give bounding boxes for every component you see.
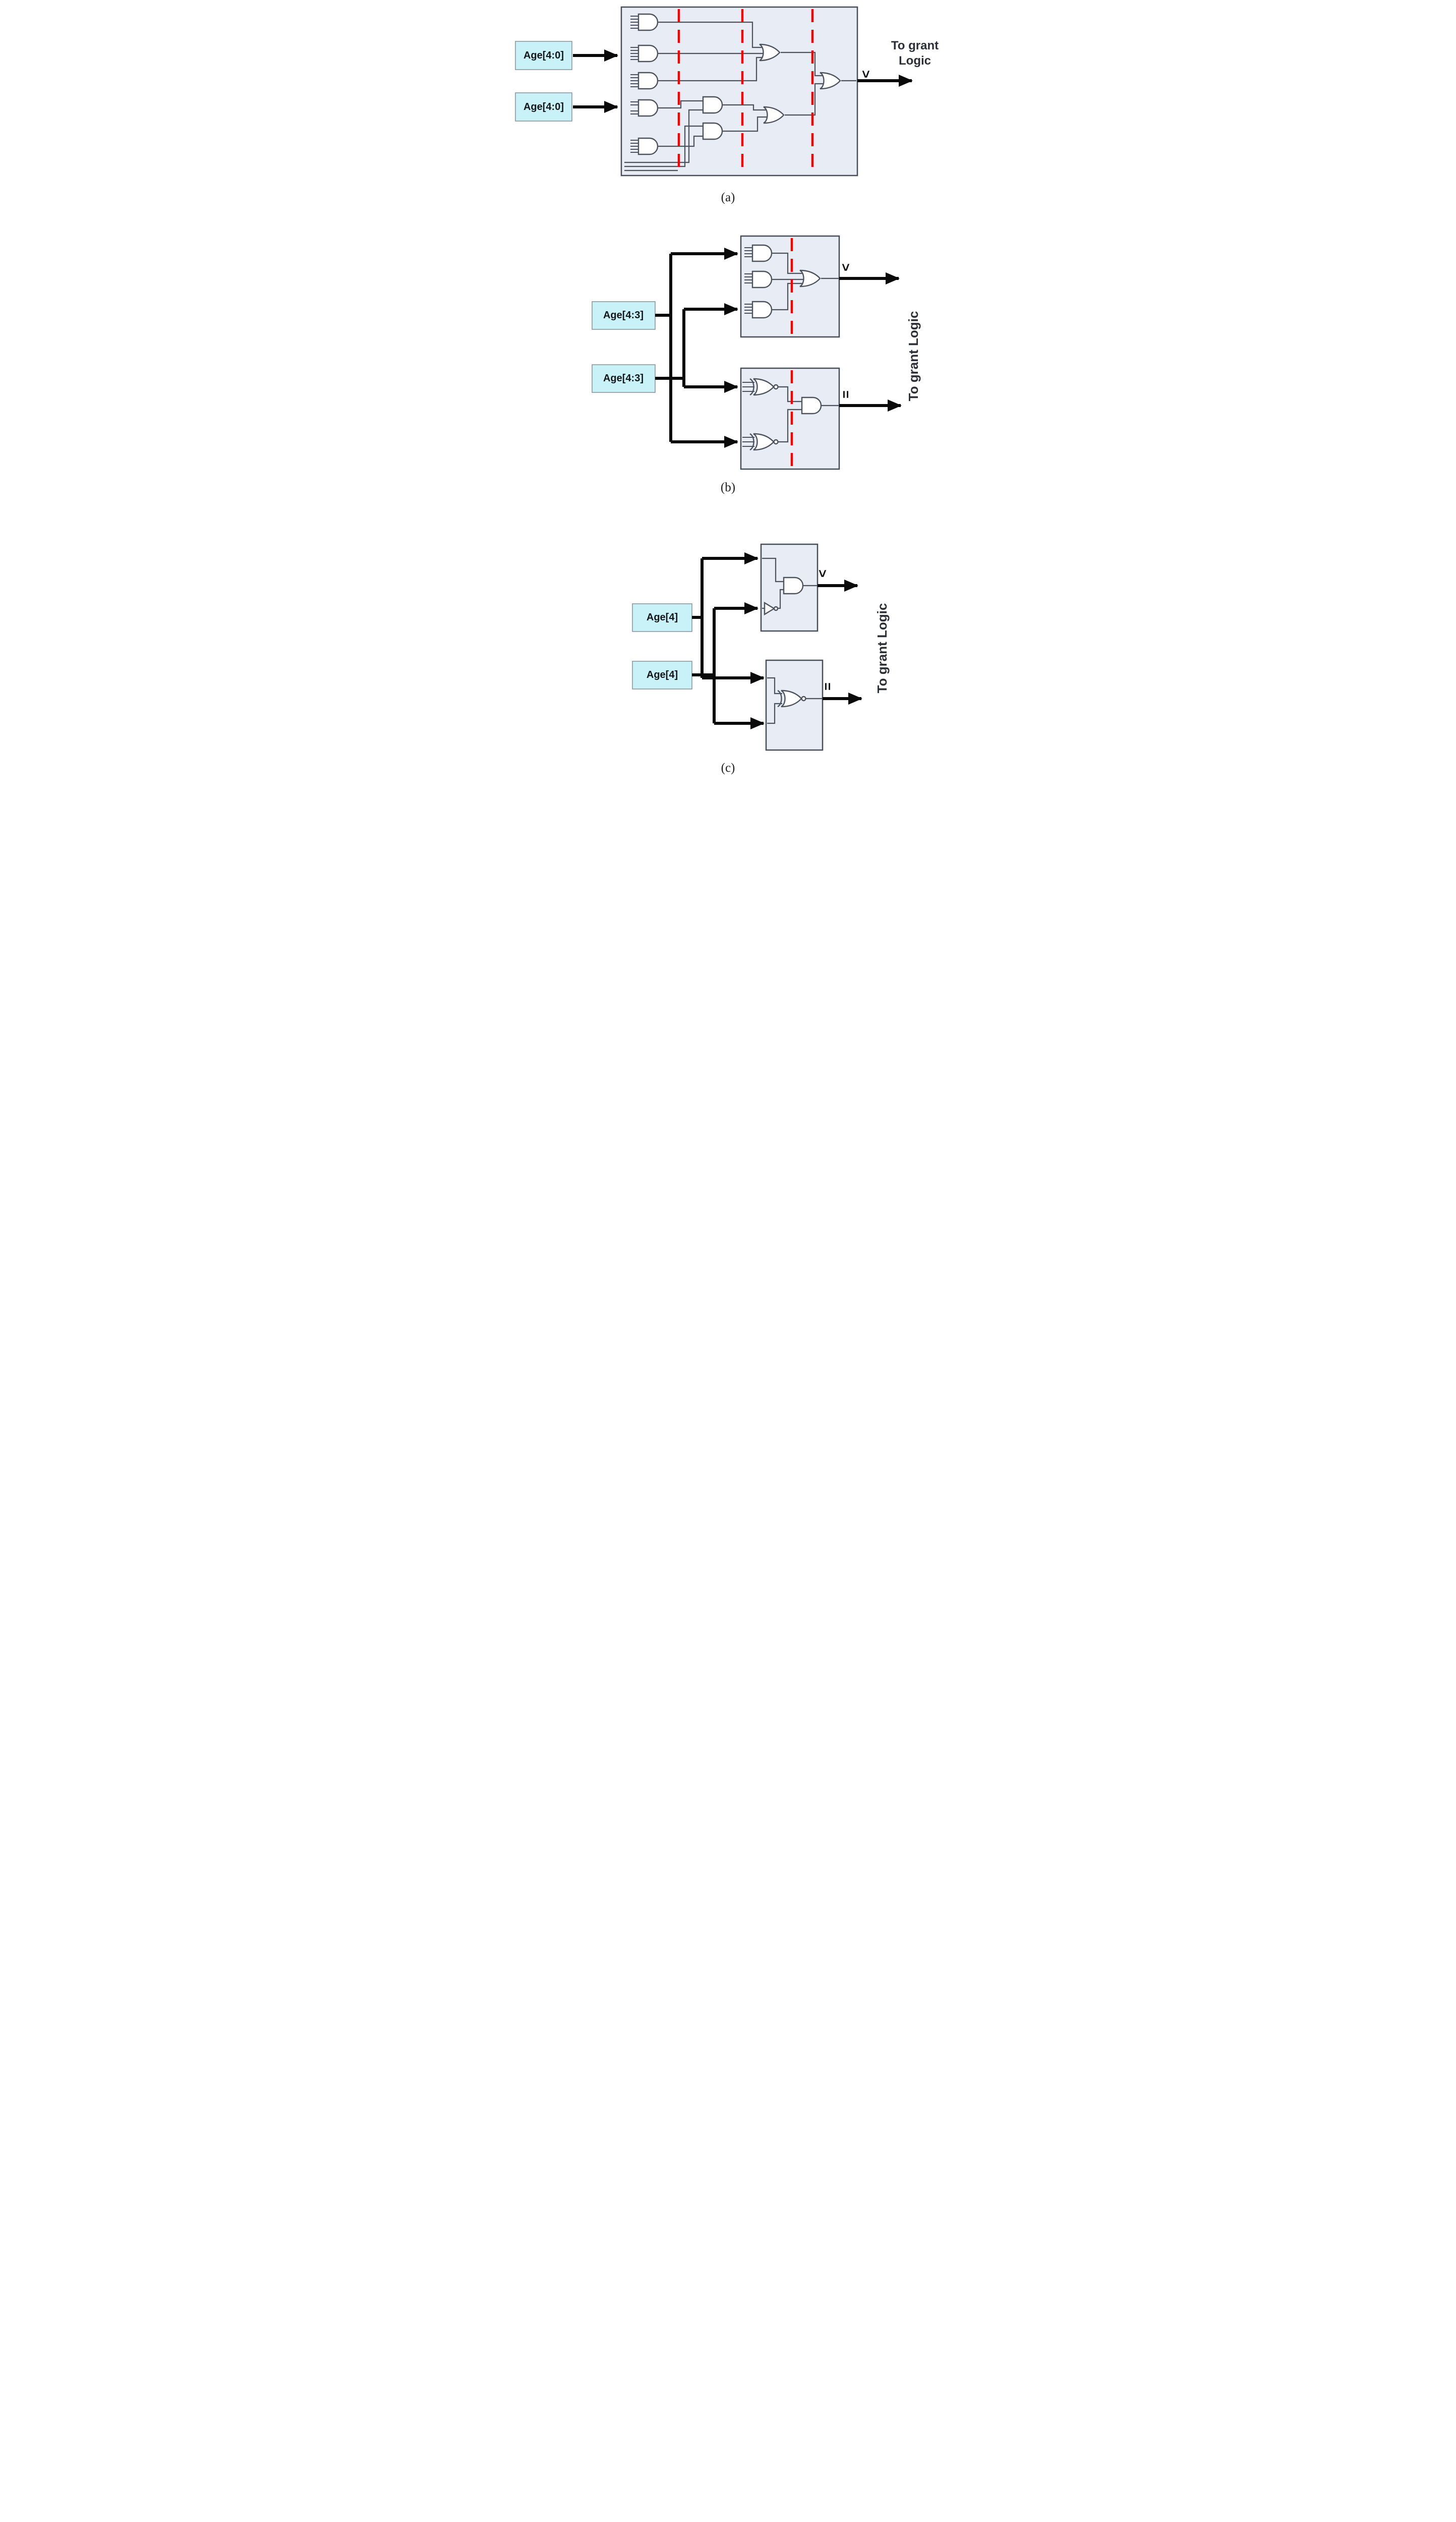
input-label-age1: Age[4:0] — [523, 50, 563, 61]
figure-c: Age[4] Age[4] > — [511, 539, 945, 775]
wire — [657, 100, 703, 109]
wire — [657, 21, 764, 48]
wire — [722, 104, 768, 111]
figure-caption: (a) — [721, 191, 735, 204]
and-gate — [751, 301, 772, 319]
gate-input-stubs — [630, 101, 638, 114]
and-gate — [637, 13, 658, 31]
wire — [777, 589, 784, 609]
to-grant-logic-label: To grant Logic — [875, 603, 890, 694]
figure-b: Age[4:3] Age[4:3] — [511, 231, 945, 495]
input-label-age2: Age[4] — [646, 669, 677, 680]
figure-caption: (b) — [720, 481, 736, 494]
figure-c-canvas: Age[4] Age[4] > — [631, 543, 890, 751]
input-box-age2 — [631, 661, 692, 690]
and-gate — [751, 270, 772, 289]
figure-a-canvas: Age[4:0] Age[4:0] — [514, 6, 939, 177]
wire — [767, 677, 782, 695]
comparator-panel — [620, 6, 858, 177]
greater-than-symbol: > — [815, 569, 830, 578]
equality-comparator-panel — [740, 367, 840, 470]
and-gate — [637, 44, 658, 63]
input-label-age2: Age[4:3] — [603, 373, 643, 384]
input-box-age2 — [514, 92, 572, 122]
and-gate — [751, 244, 772, 262]
and-gate — [702, 96, 723, 114]
wire — [778, 386, 802, 403]
and-gate — [801, 396, 822, 415]
to-grant-logic-label: To grant Logic — [906, 311, 921, 402]
equals-symbol: = — [820, 682, 835, 691]
figure-caption: (c) — [721, 761, 735, 775]
wire — [767, 703, 782, 724]
and-gate — [637, 72, 658, 90]
wire — [771, 282, 804, 311]
and-gate — [783, 577, 803, 595]
to-grant-logic-label-line1: To grant — [891, 39, 938, 52]
gate-input-stubs — [630, 140, 638, 153]
figure-b-canvas: Age[4:3] Age[4:3] — [591, 235, 921, 470]
to-grant-logic-label-line2: Logic — [899, 54, 931, 68]
figure-page: Age[4:0] Age[4:0] — [511, 0, 945, 789]
input-box-age1 — [514, 41, 572, 70]
wire — [657, 56, 764, 82]
wire — [624, 125, 703, 167]
gate-input-stubs — [630, 47, 638, 60]
wire — [771, 252, 804, 274]
equals-symbol: = — [838, 390, 853, 398]
and-gate — [637, 137, 658, 155]
input-label-age1: Age[4] — [646, 612, 677, 623]
wire — [722, 116, 768, 132]
wire — [624, 109, 703, 163]
greater-than-symbol: > — [838, 263, 853, 271]
input-label-age1: Age[4:3] — [603, 310, 643, 321]
figure-a: Age[4:0] Age[4:0] — [511, 3, 945, 205]
and-gate — [702, 122, 723, 140]
wire — [778, 409, 802, 443]
wire — [657, 135, 703, 147]
input-box-age2 — [591, 364, 656, 393]
gate-input-stubs — [744, 247, 752, 257]
input-label-age2: Age[4:0] — [523, 101, 563, 112]
gate-input-stubs — [630, 16, 638, 29]
greater-than-symbol: > — [858, 70, 873, 78]
gate-input-stubs — [744, 273, 752, 283]
equality-comparator-panel — [765, 659, 823, 751]
gate-input-stubs — [744, 304, 752, 314]
wire — [762, 557, 784, 583]
and-gate — [637, 99, 658, 117]
wire — [784, 83, 824, 116]
gate-input-stubs — [630, 74, 638, 87]
wire — [780, 51, 824, 77]
